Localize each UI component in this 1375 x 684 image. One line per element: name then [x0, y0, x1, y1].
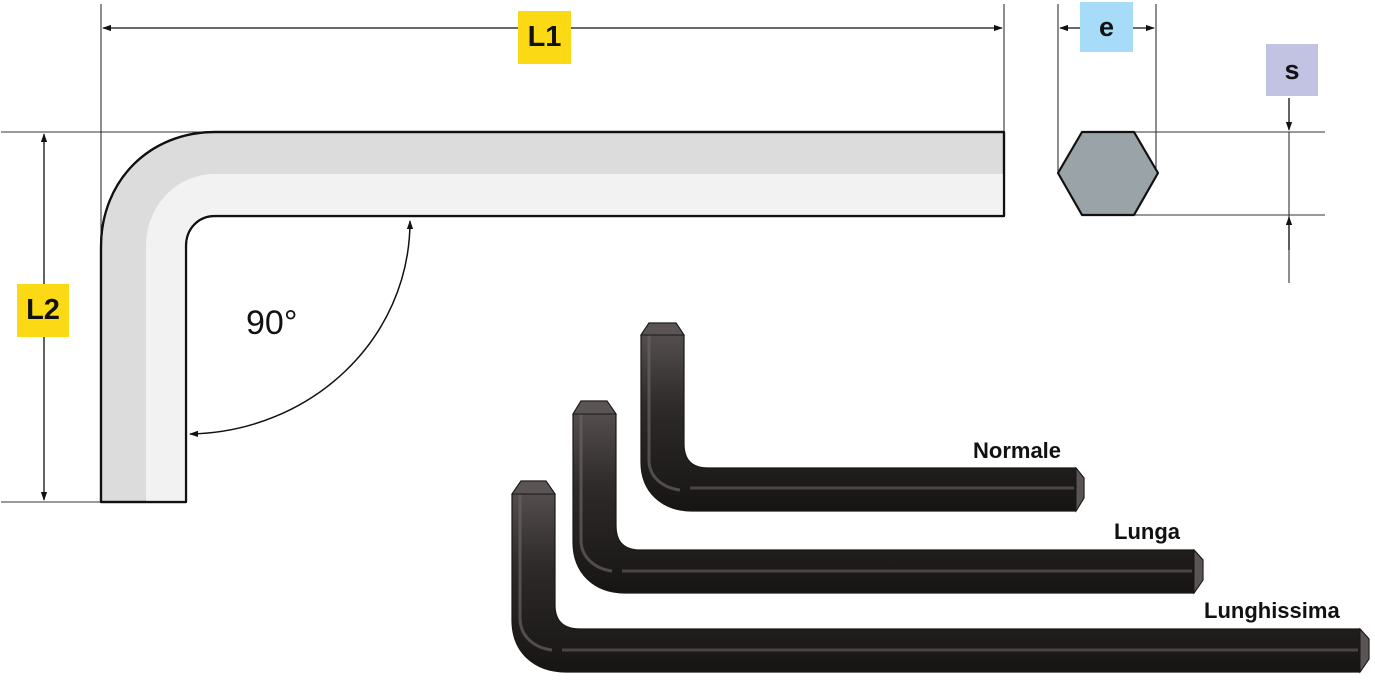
angle-arc [189, 220, 414, 438]
wrench-normal [640, 322, 1085, 513]
extension-lines [1, 4, 1325, 503]
angle-label: 90° [246, 304, 298, 342]
variant-label-long: Lunga [1114, 519, 1180, 544]
e-badge: e [1080, 2, 1133, 52]
variant-label-extra-long: Lunghissima [1204, 598, 1340, 623]
s-badge: s [1266, 44, 1318, 96]
variant-label-normal: Normale [973, 438, 1062, 463]
wrench-long [572, 400, 1204, 595]
l1-badge: L1 [518, 11, 571, 64]
hexagon-cross-section [1056, 130, 1160, 217]
l2-badge: L2 [17, 284, 69, 337]
wrench-extra-long [511, 480, 1370, 674]
hex-key-profile [99, 130, 1006, 504]
